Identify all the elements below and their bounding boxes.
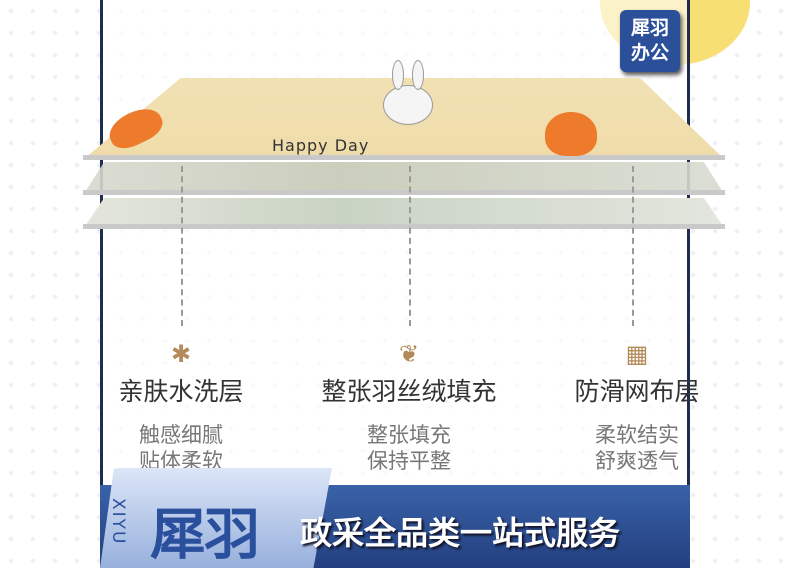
layer-edge	[83, 190, 725, 195]
grid-icon: ▦	[625, 340, 649, 368]
feature-2: ❦ 整张羽丝绒填充 整张填充保持平整	[294, 340, 524, 474]
pointer-line	[409, 166, 411, 326]
slogan: 政采全品类一站式服务	[300, 514, 621, 552]
brand-latin: XIYU	[108, 498, 128, 546]
feature-3: ▦ 防滑网布层 柔软结实舒爽透气	[527, 340, 747, 474]
feature-1: ✱ 亲肤水洗层 触感细腻贴体柔软	[71, 340, 291, 474]
bunny-image	[383, 60, 433, 125]
brand-name: 犀羽	[150, 503, 260, 568]
layer-edge	[83, 155, 725, 160]
pointer-line	[181, 166, 183, 326]
logo-badge: 犀羽办公	[620, 10, 680, 72]
pointer-line	[632, 166, 634, 326]
brand-tab	[100, 468, 332, 568]
filling-layer	[85, 162, 723, 192]
sparkle-icon: ✱	[170, 340, 192, 368]
layer-edge	[83, 224, 725, 229]
feather-icon: ❦	[398, 340, 420, 368]
mesh-layer	[85, 198, 723, 226]
carrot-image	[545, 112, 597, 156]
print-text: Happy Day	[272, 136, 370, 155]
